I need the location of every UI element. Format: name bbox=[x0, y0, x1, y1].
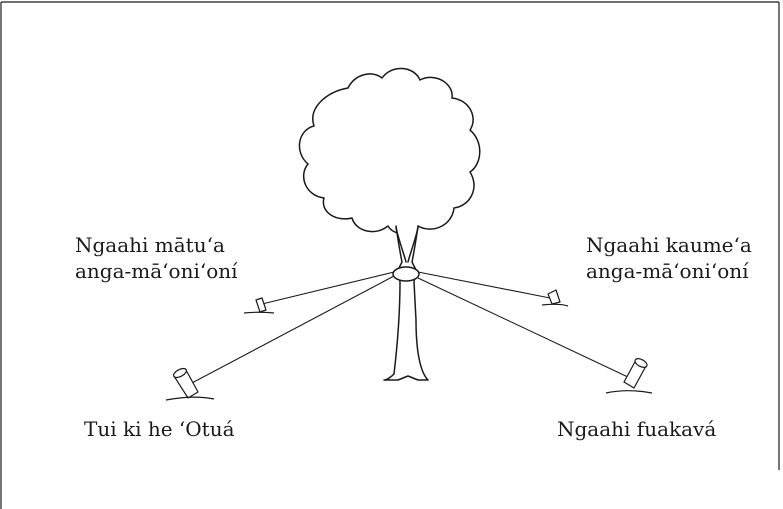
tree-trunk bbox=[383, 225, 429, 381]
label-friends: Ngaahi kaume‘a anga-mā‘oni‘oní bbox=[586, 232, 752, 284]
label-faith: Tui ki he ‘Otuá bbox=[84, 417, 235, 441]
label-parents-line1: Ngaahi mātu‘a bbox=[75, 233, 225, 257]
tree-icon bbox=[298, 67, 481, 381]
label-children: Ngaahi fuakavá bbox=[557, 417, 717, 441]
label-parents-line2: anga-mā‘oni‘oní bbox=[75, 259, 238, 283]
label-parents: Ngaahi mātu‘a anga-mā‘oni‘oní bbox=[75, 232, 238, 284]
tie-band bbox=[392, 266, 420, 282]
stake-icon bbox=[165, 289, 653, 401]
stake-parents bbox=[243, 297, 275, 314]
stake-friends bbox=[541, 289, 569, 307]
ropes bbox=[189, 271, 631, 385]
label-friends-line2: anga-mā‘oni‘oní bbox=[586, 259, 749, 283]
label-friends-line1: Ngaahi kaume‘a bbox=[586, 233, 752, 257]
tree-canopy bbox=[298, 67, 481, 235]
stake-faith bbox=[165, 367, 215, 401]
stake-children bbox=[605, 358, 653, 394]
